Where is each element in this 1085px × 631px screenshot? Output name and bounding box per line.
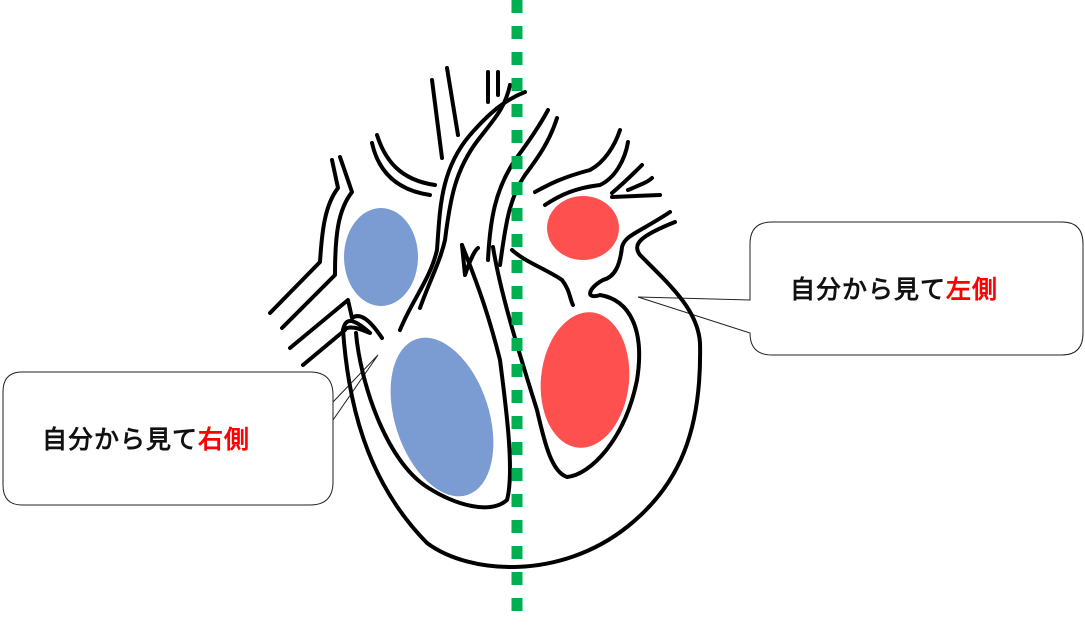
callout-right-bubble bbox=[637, 221, 1084, 356]
left-atrium-blood bbox=[547, 196, 619, 260]
left-ventricle-blood bbox=[540, 312, 630, 448]
callout-right-text: 自分から見て左側 bbox=[790, 270, 998, 306]
callout-left-text: 自分から見て右側 bbox=[42, 420, 250, 456]
right-atrium-blood bbox=[344, 208, 418, 306]
callout-left-prefix: 自分から見て bbox=[42, 425, 199, 454]
callout-left-bubble bbox=[2, 354, 379, 506]
right-ventricle-blood bbox=[390, 337, 494, 497]
heart-outline bbox=[268, 66, 703, 569]
callout-right-prefix: 自分から見て bbox=[790, 275, 947, 304]
callout-left-emphasis: 右側 bbox=[198, 425, 251, 454]
callout-right-emphasis: 左側 bbox=[946, 275, 999, 304]
